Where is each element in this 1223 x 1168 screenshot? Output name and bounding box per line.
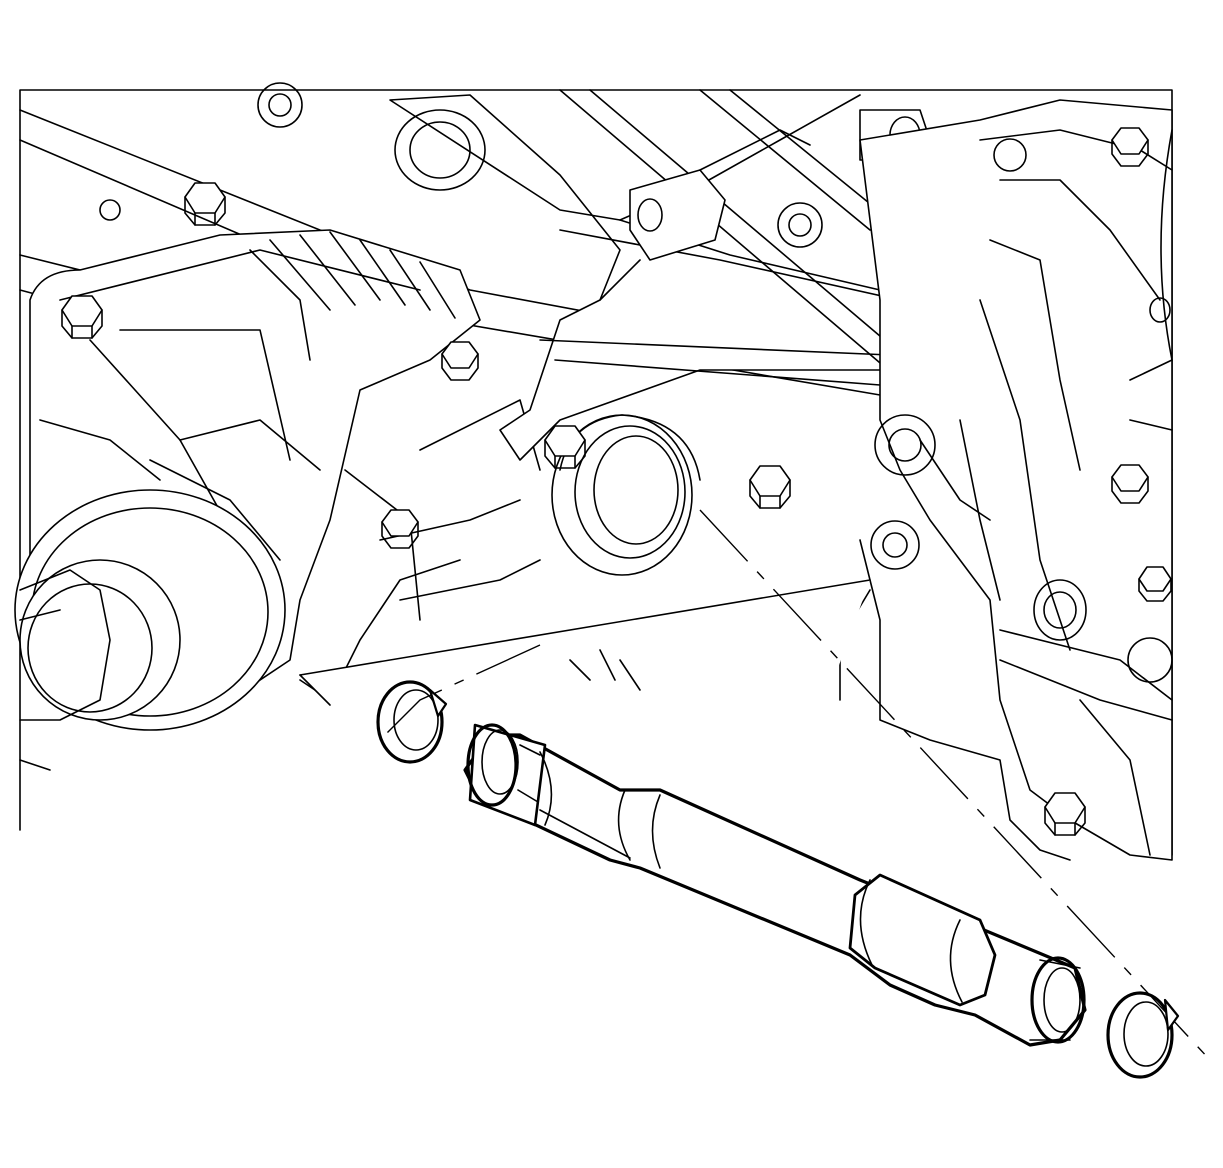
bolt-head	[1138, 566, 1172, 602]
assembly-axis	[379, 509, 1211, 1061]
bolt-head	[1111, 127, 1149, 167]
output-flange	[14, 489, 286, 771]
bolt-head	[1044, 792, 1086, 836]
bolts	[61, 127, 1172, 836]
seal-left	[376, 680, 448, 764]
transfer-case-housing	[14, 82, 1173, 861]
bolt-head	[184, 182, 226, 226]
bolt-head	[1111, 464, 1149, 504]
mounting-bracket	[389, 94, 931, 461]
bolt-head	[749, 465, 791, 509]
bolt-head	[441, 341, 479, 381]
shaft	[463, 723, 1087, 1047]
sensor-connector	[629, 129, 811, 261]
bolt-head	[544, 425, 586, 469]
housing-bore	[551, 414, 701, 576]
bolt-head	[61, 295, 103, 339]
seal-right	[1106, 991, 1180, 1079]
bolt-head	[381, 509, 419, 549]
